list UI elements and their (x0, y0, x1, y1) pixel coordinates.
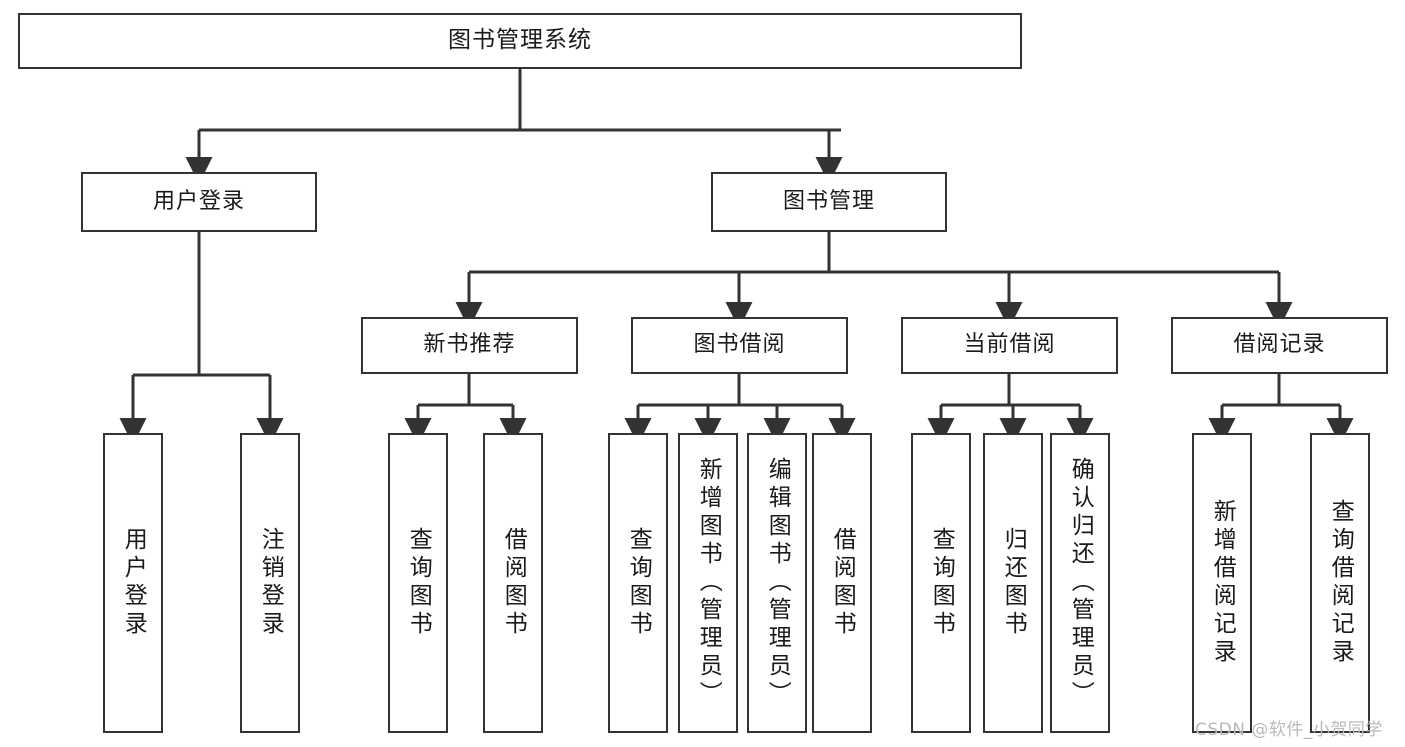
node-label: 归还图书 (1000, 527, 1027, 639)
node-label: 新书推荐 (423, 332, 516, 358)
node-leaf-return-book[interactable]: 归还图书 (983, 433, 1043, 733)
node-label: 查询图书 (625, 527, 652, 639)
node-label: 确认归还（管理员） (1067, 457, 1094, 709)
node-label: 查询图书 (928, 527, 955, 639)
node-label: 新增借阅记录 (1209, 499, 1236, 667)
csdn-watermark: CSDN @软件_小贺同学 (1195, 720, 1383, 740)
node-label: 新增图书（管理员） (695, 457, 722, 709)
node-new-book-recommend[interactable]: 新书推荐 (361, 317, 578, 374)
node-leaf-add-borrow-record[interactable]: 新增借阅记录 (1192, 433, 1252, 733)
node-book-borrow[interactable]: 图书借阅 (631, 317, 848, 374)
node-leaf-user-login[interactable]: 用户登录 (103, 433, 163, 733)
node-label: 借阅记录 (1233, 332, 1326, 358)
node-leaf-query-book-2[interactable]: 查询图书 (608, 433, 668, 733)
node-leaf-confirm-return-admin[interactable]: 确认归还（管理员） (1050, 433, 1110, 733)
node-leaf-add-book-admin[interactable]: 新增图书（管理员） (678, 433, 738, 733)
node-leaf-query-borrow-record[interactable]: 查询借阅记录 (1310, 433, 1370, 733)
node-label: 查询借阅记录 (1327, 499, 1354, 667)
node-label: 查询图书 (405, 527, 432, 639)
node-label: 图书管理 (782, 188, 875, 214)
node-label: 用户登录 (120, 527, 147, 639)
node-label: 用户登录 (152, 188, 245, 214)
node-current-borrow[interactable]: 当前借阅 (901, 317, 1118, 374)
node-label: 编辑图书（管理员） (764, 457, 791, 709)
node-leaf-logout[interactable]: 注销登录 (240, 433, 300, 733)
node-leaf-query-book-1[interactable]: 查询图书 (388, 433, 448, 733)
node-user-login[interactable]: 用户登录 (81, 172, 317, 232)
node-label: 当前借阅 (963, 332, 1056, 358)
node-leaf-edit-book-admin[interactable]: 编辑图书（管理员） (747, 433, 807, 733)
node-root-system[interactable]: 图书管理系统 (18, 13, 1022, 69)
node-label: 图书借阅 (693, 332, 786, 358)
node-leaf-borrow-book-2[interactable]: 借阅图书 (812, 433, 872, 733)
node-label: 图书管理系统 (448, 27, 592, 54)
node-label: 借阅图书 (829, 527, 856, 639)
node-borrow-record[interactable]: 借阅记录 (1171, 317, 1388, 374)
node-label: 借阅图书 (500, 527, 527, 639)
node-label: 注销登录 (257, 527, 284, 639)
node-leaf-query-book-3[interactable]: 查询图书 (911, 433, 971, 733)
node-book-manage[interactable]: 图书管理 (711, 172, 947, 232)
node-leaf-borrow-book-1[interactable]: 借阅图书 (483, 433, 543, 733)
